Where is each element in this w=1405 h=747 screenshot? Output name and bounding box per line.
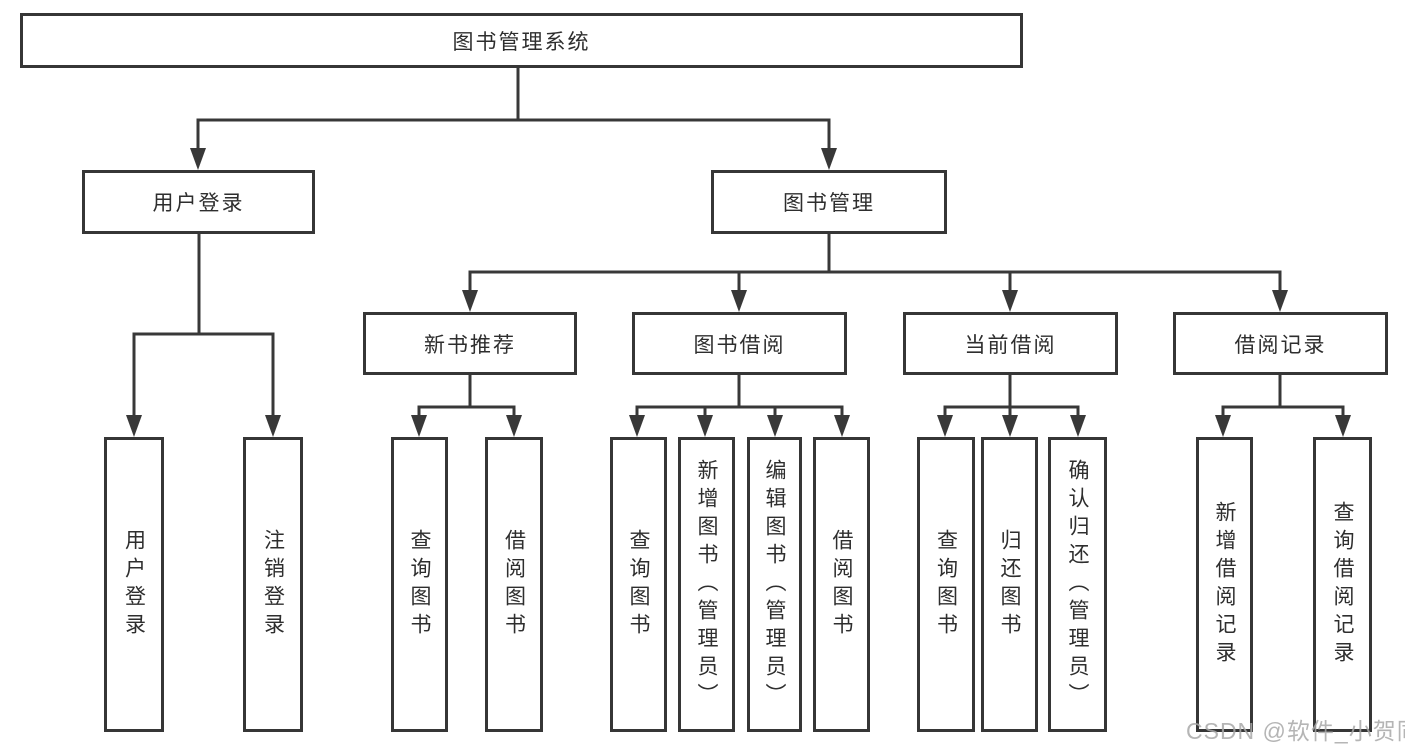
node-root-label: 图书管理系统 — [452, 30, 591, 54]
leaf-label: 查询图书 — [934, 528, 958, 641]
node-borrow-records: 借阅记录 — [1173, 312, 1388, 375]
node-label: 新书推荐 — [424, 333, 516, 357]
connector-current-to-leaves — [937, 374, 1086, 437]
node-label: 图书借阅 — [693, 333, 786, 357]
leaf-borrow-books-2: 借阅图书 — [813, 437, 870, 732]
leaf-label: 用户登录 — [122, 528, 146, 641]
leaf-label: 新增借阅记录 — [1213, 500, 1236, 669]
node-label: 图书管理 — [783, 192, 875, 215]
connector-bookmgmt-to-level3 — [462, 234, 1288, 312]
node-label: 用户登录 — [152, 192, 245, 215]
node-label: 借阅记录 — [1234, 333, 1327, 357]
leaf-return-books: 归还图书 — [981, 437, 1038, 732]
connector-root-to-level2 — [190, 68, 837, 170]
leaf-label: 查询图书 — [408, 528, 431, 641]
leaf-add-books-admin: 新增图书（管理员） — [678, 437, 735, 732]
leaf-query-books-1: 查询图书 — [391, 437, 448, 732]
leaf-edit-books-admin: 编辑图书（管理员） — [747, 437, 802, 732]
leaf-logout: 注销登录 — [243, 437, 303, 732]
leaf-label: 查询图书 — [627, 528, 650, 641]
leaf-add-borrow-record: 新增借阅记录 — [1196, 437, 1253, 732]
leaf-user-login: 用户登录 — [104, 437, 164, 732]
node-new-book-recommend: 新书推荐 — [363, 312, 577, 375]
leaf-label: 确认归还（管理员） — [1066, 458, 1089, 711]
leaf-query-books-3: 查询图书 — [917, 437, 975, 732]
leaf-query-books-2: 查询图书 — [610, 437, 667, 732]
leaf-label: 注销登录 — [261, 528, 285, 641]
leaf-label: 查询借阅记录 — [1331, 500, 1354, 669]
leaf-borrow-books-1: 借阅图书 — [485, 437, 543, 732]
leaf-confirm-return-admin: 确认归还（管理员） — [1048, 437, 1107, 732]
leaf-label: 借阅图书 — [830, 528, 853, 641]
node-root: 图书管理系统 — [20, 13, 1023, 68]
leaf-label: 归还图书 — [998, 528, 1021, 641]
connector-records-to-leaves — [1215, 375, 1351, 437]
leaf-label: 编辑图书（管理员） — [763, 458, 786, 711]
connector-userlogin-to-leaves — [126, 234, 281, 437]
node-book-management: 图书管理 — [711, 170, 947, 234]
node-label: 当前借阅 — [964, 333, 1057, 357]
leaf-label: 新增图书（管理员） — [695, 458, 718, 711]
csdn-watermark: CSDN @软件_小贺同学 — [1186, 718, 1405, 744]
node-user-login: 用户登录 — [82, 170, 315, 234]
connector-newbooks-to-leaves — [411, 375, 522, 437]
node-book-borrow: 图书借阅 — [632, 312, 847, 375]
leaf-query-borrow-record: 查询借阅记录 — [1313, 437, 1372, 732]
connector-borrow-to-leaves — [629, 375, 850, 437]
node-current-borrow: 当前借阅 — [903, 312, 1118, 375]
leaf-label: 借阅图书 — [502, 528, 526, 641]
